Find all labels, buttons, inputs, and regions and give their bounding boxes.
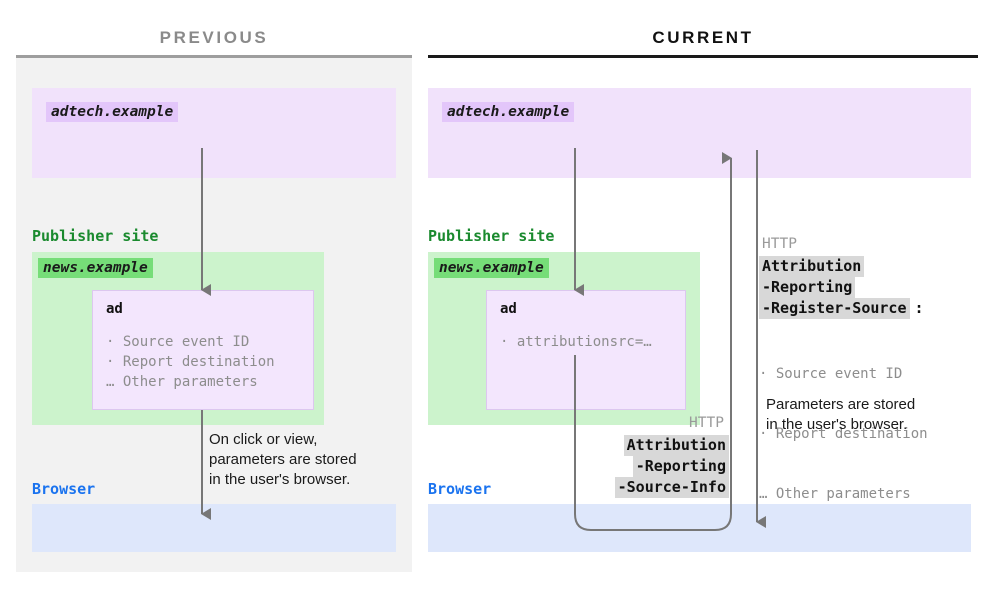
note-line: in the user's browser. xyxy=(209,471,351,488)
publisher-label-current: Publisher site xyxy=(428,227,555,245)
browser-zone-previous xyxy=(32,504,396,552)
response-header-part-row: Attribution xyxy=(759,256,924,277)
note-line: in the user's browser. xyxy=(766,416,908,433)
ad-card-title-previous: ad xyxy=(106,301,123,317)
column-rule-previous xyxy=(16,55,412,59)
ad-item: … Other parameters xyxy=(106,374,258,390)
ad-item: · Report destination xyxy=(106,354,275,370)
browser-label-previous: Browser xyxy=(32,480,96,498)
ad-card-title-current: ad xyxy=(500,301,517,317)
response-header-part-row: -Reporting xyxy=(759,277,924,298)
adtech-badge-previous: adtech.example xyxy=(46,102,179,122)
request-header-part: -Source-Info xyxy=(614,477,729,498)
note-previous: On click or view, parameters are stored … xyxy=(209,430,357,490)
ad-item: · attributionsrc=… xyxy=(500,334,652,350)
note-current: Parameters are stored in the user's brow… xyxy=(766,395,915,435)
response-protocol-label: HTTP xyxy=(762,236,797,252)
panel-previous: adtech.example Publisher site news.examp… xyxy=(16,58,412,572)
request-header-part: Attribution xyxy=(623,435,729,456)
ad-item: · Source event ID xyxy=(106,334,250,350)
request-header-part-row: -Source-Info xyxy=(604,477,729,498)
response-header-params: · Source event ID · Report destination …… xyxy=(759,324,928,544)
response-header-part: -Reporting xyxy=(759,277,856,298)
response-param: … Other parameters xyxy=(759,486,911,502)
adtech-badge-current: adtech.example xyxy=(442,102,575,122)
publisher-label-previous: Publisher site xyxy=(32,227,159,245)
response-header-part-row: -Register-Source: xyxy=(759,298,924,319)
request-header-part-row: -Reporting xyxy=(604,456,729,477)
column-title-previous: PREVIOUS xyxy=(159,28,269,47)
note-line: parameters are stored xyxy=(209,451,357,468)
news-badge-current: news.example xyxy=(434,258,549,278)
column-title-current: CURRENT xyxy=(652,28,754,47)
request-header-block: Attribution -Reporting -Source-Info xyxy=(604,435,729,498)
ad-card-previous xyxy=(92,290,314,410)
request-header-part: -Reporting xyxy=(632,456,729,477)
browser-zone-current xyxy=(428,504,971,552)
ad-card-items-previous: · Source event ID · Report destination …… xyxy=(106,332,275,392)
note-line: On click or view, xyxy=(209,431,318,448)
response-header-colon: : xyxy=(914,299,924,317)
response-header-part: -Register-Source xyxy=(759,298,910,319)
response-param: · Source event ID xyxy=(759,366,903,382)
browser-label-current: Browser xyxy=(428,480,492,498)
response-header-part: Attribution xyxy=(759,256,865,277)
response-header-block: Attribution -Reporting -Register-Source: xyxy=(759,256,924,319)
column-rule-current xyxy=(428,55,978,59)
news-badge-previous: news.example xyxy=(38,258,153,278)
note-line: Parameters are stored xyxy=(766,396,916,413)
response-param: · Report destination xyxy=(759,426,928,442)
request-header-part-row: Attribution xyxy=(604,435,729,456)
panel-current: adtech.example Publisher site news.examp… xyxy=(428,58,978,572)
request-protocol-label: HTTP xyxy=(689,415,724,431)
ad-card-items-current: · attributionsrc=… xyxy=(500,332,652,352)
